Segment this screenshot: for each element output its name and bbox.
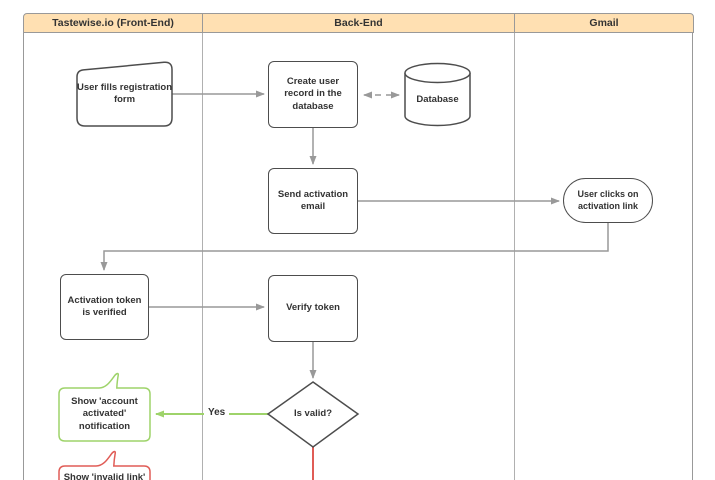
lane-divider-2 [514, 33, 515, 480]
process-send-activation-email [268, 168, 358, 234]
pool-right-border [692, 33, 693, 480]
process-activation-token-verified [60, 274, 149, 340]
lane-header-gmail: Gmail [514, 13, 694, 33]
card-shape-user-fills [76, 61, 173, 127]
process-create-user-record [268, 61, 358, 128]
decision-diamond-is-valid [266, 381, 360, 448]
process-verify-token [268, 275, 358, 342]
edge-label-yes: Yes [204, 406, 230, 419]
lane-header-frontend: Tastewise.io (Front-End) [23, 13, 203, 33]
lane-divider-1 [202, 33, 203, 480]
callout-invalid-link [58, 450, 151, 480]
lane-header-backend-label: Back-End [334, 17, 383, 29]
database-cylinder-top [404, 62, 471, 84]
pool-left-border [23, 33, 24, 480]
database-cylinder-body [404, 73, 471, 127]
lane-header-frontend-label: Tastewise.io (Front-End) [52, 17, 174, 29]
lane-header-gmail-label: Gmail [589, 17, 619, 29]
callout-account-activated [58, 372, 151, 442]
lane-header-backend: Back-End [202, 13, 515, 33]
terminator-user-clicks-link [563, 178, 653, 223]
edge-userclicks-to-token [100, 223, 609, 271]
